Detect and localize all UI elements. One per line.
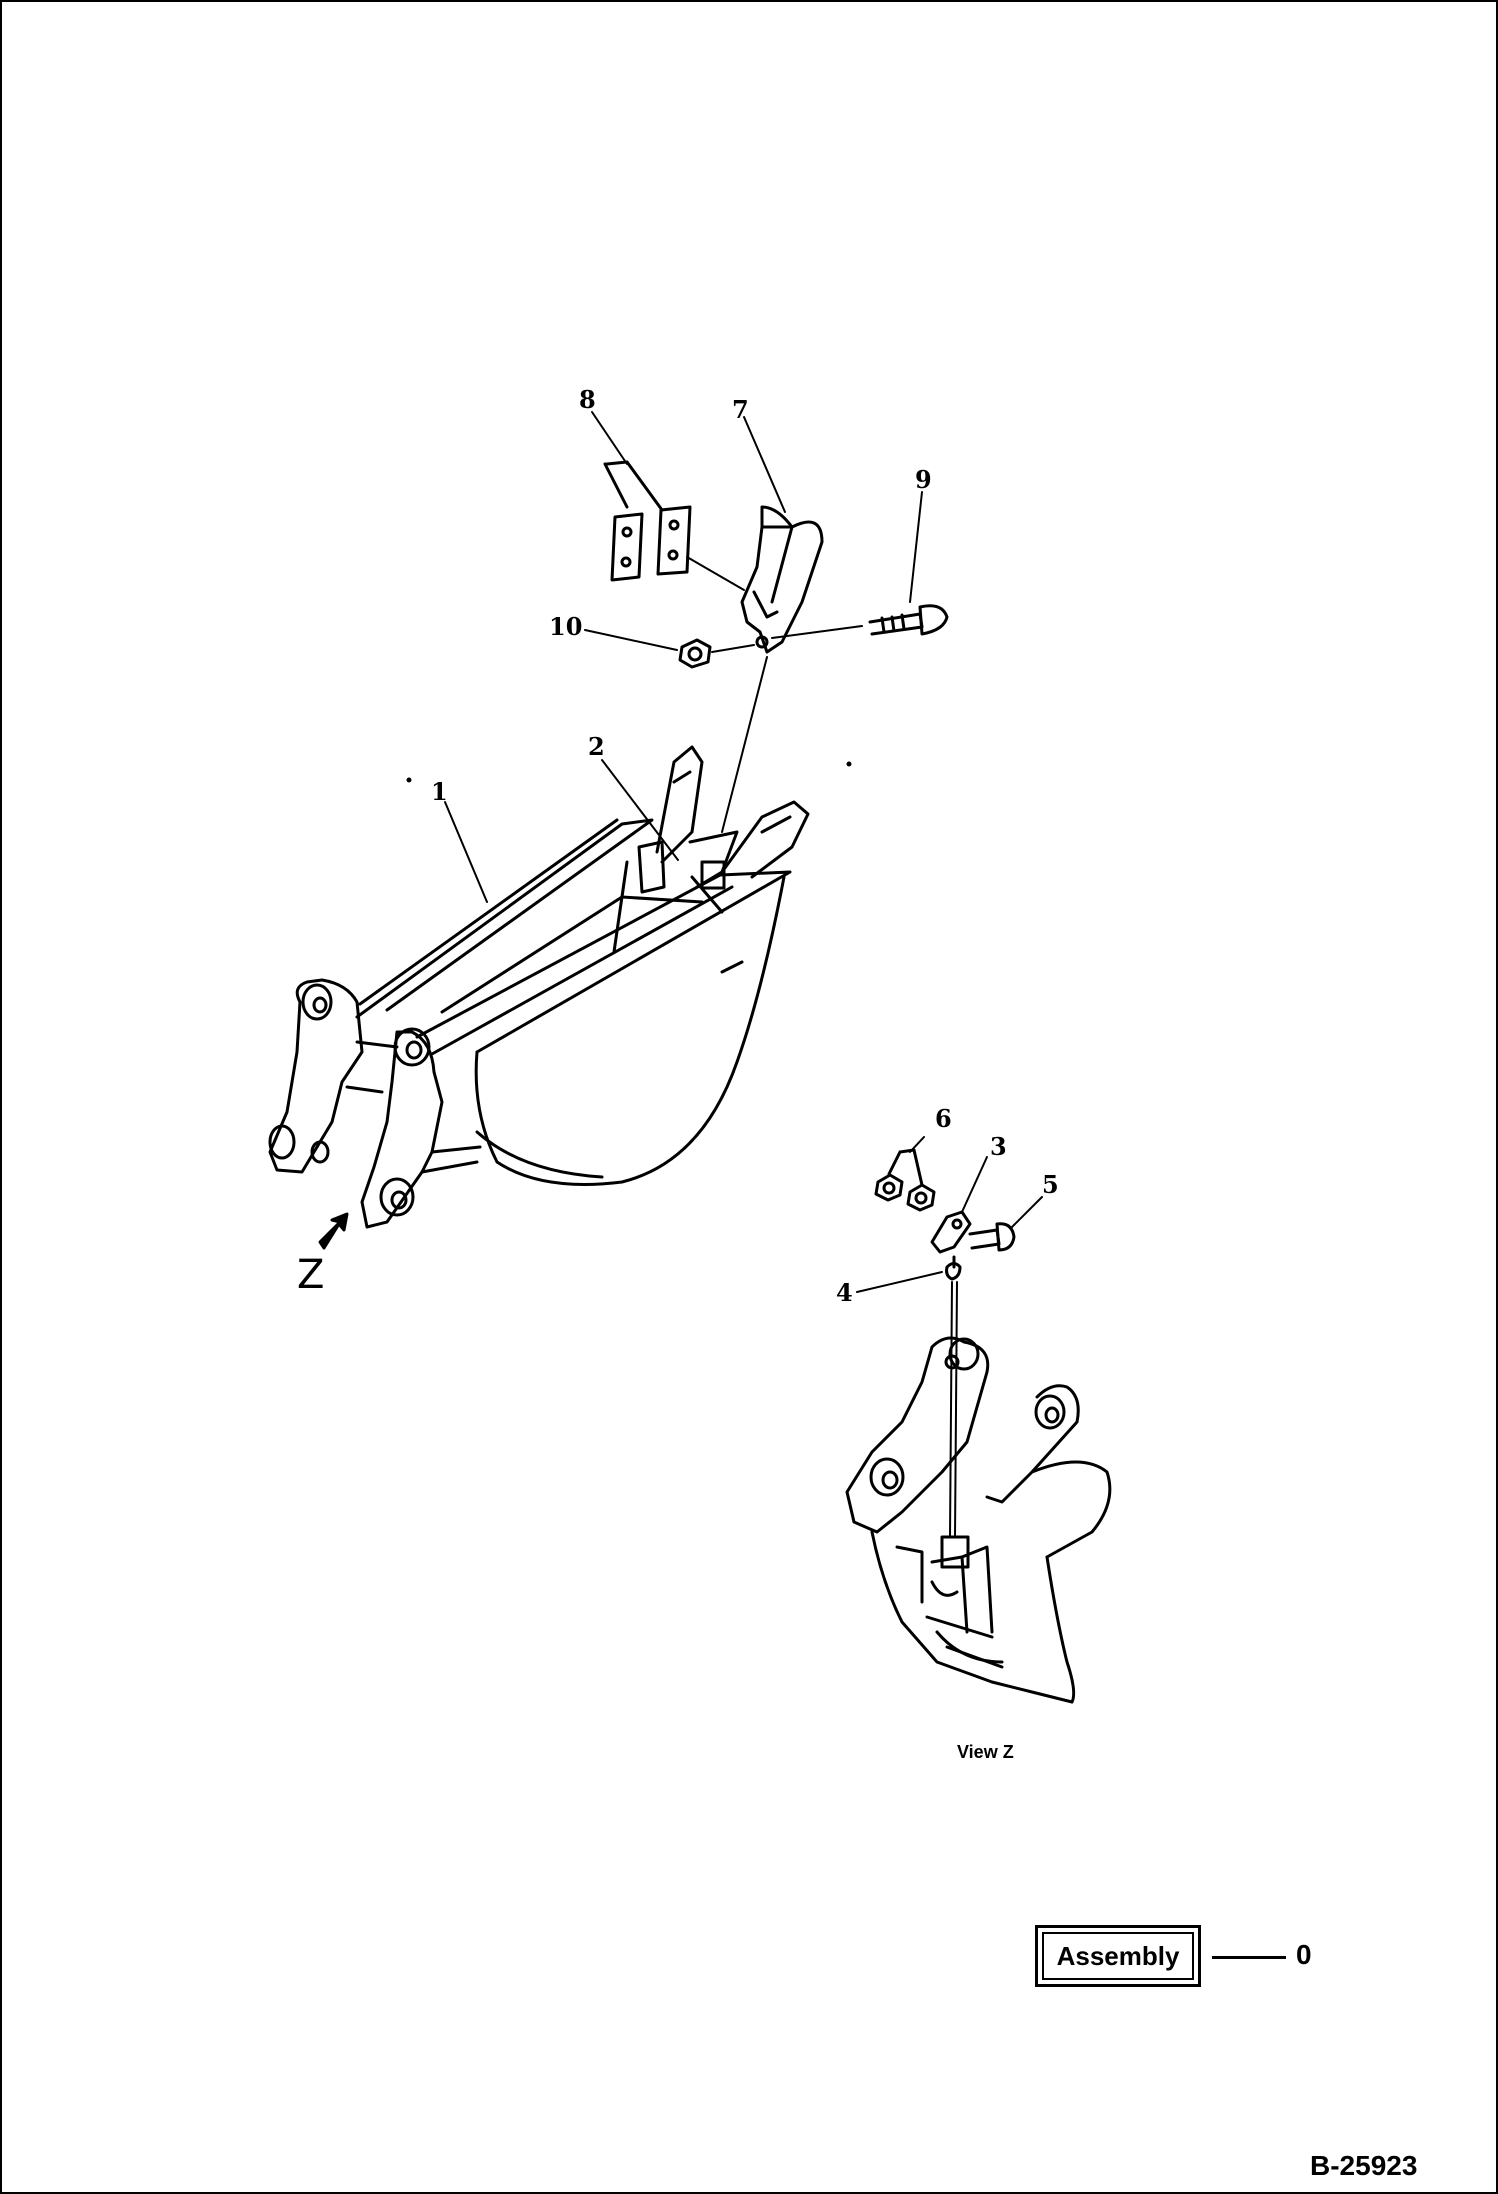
drawing-number: B-25923 [1310, 2150, 1418, 2181]
tooth-part [740, 505, 824, 654]
callout-1: 1 [431, 777, 448, 806]
view-z-caption: View Z [957, 1742, 1014, 1762]
view-z-arrow [318, 1212, 349, 1250]
callout-4: 4 [836, 1278, 853, 1307]
assembly-leader [1212, 1956, 1286, 1959]
callout-6: 6 [935, 1104, 952, 1133]
leader-lines [406, 411, 1043, 1538]
assembly-label: Assembly [1042, 1932, 1194, 1980]
nut-part [678, 638, 712, 669]
shim-parts [603, 460, 692, 582]
callout-9: 9 [915, 465, 932, 494]
callout-3: 3 [990, 1132, 1007, 1161]
view-z-assembly [845, 1336, 1112, 1704]
assembly-number: 0 [1296, 1939, 1312, 1970]
callout-8: 8 [579, 385, 596, 414]
assembly-box: Assembly [1035, 1925, 1201, 1987]
callout-10: 10 [549, 612, 583, 641]
callout-2: 2 [588, 732, 605, 761]
view-z-small-parts [874, 1148, 1016, 1281]
bolt-part [868, 604, 949, 636]
bucket-body [268, 745, 810, 1229]
callout-7: 7 [732, 395, 749, 424]
view-z-label: Z [297, 1252, 325, 1298]
callout-5: 5 [1042, 1170, 1059, 1199]
